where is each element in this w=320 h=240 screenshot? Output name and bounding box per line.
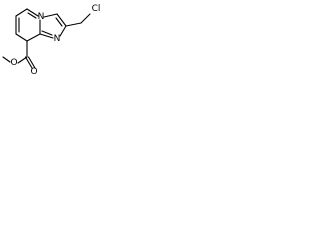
bond-n1-c3 (43, 13, 58, 18)
carbonyl-oxygen-label: O (30, 67, 37, 77)
bond-carbonyl-o-double-b (27, 56, 36, 69)
bond-c6-c7 (15, 8, 28, 17)
bond-o-methyl (2, 56, 11, 63)
ring-nitrogen-label: N (38, 12, 45, 22)
chlorine-label: Cl (92, 4, 101, 14)
bond-c3-c2 (56, 13, 67, 27)
ester-oxygen-label: O (10, 58, 17, 68)
bond-c3-c2-inner (55, 17, 63, 27)
bond-c5-c6 (26, 8, 39, 17)
bond-n3-c8a-inner (41, 30, 53, 36)
imine-nitrogen-label: N (54, 34, 61, 44)
bond-ch2-cl (80, 13, 91, 24)
bond-c9-c8a (26, 33, 41, 42)
bond-carbonyl-o-double-a (24, 56, 33, 69)
bond-n3-c8a (39, 33, 54, 39)
bond-c5-c6-inner (27, 12, 37, 19)
bond-c8-c9 (15, 33, 28, 42)
chemical-structure: N N Cl O O (2, 4, 101, 77)
bond-carbonyl-o-single (17, 56, 28, 64)
bond-c2-ch2 (65, 22, 82, 27)
bond-c2-n3 (59, 25, 67, 37)
